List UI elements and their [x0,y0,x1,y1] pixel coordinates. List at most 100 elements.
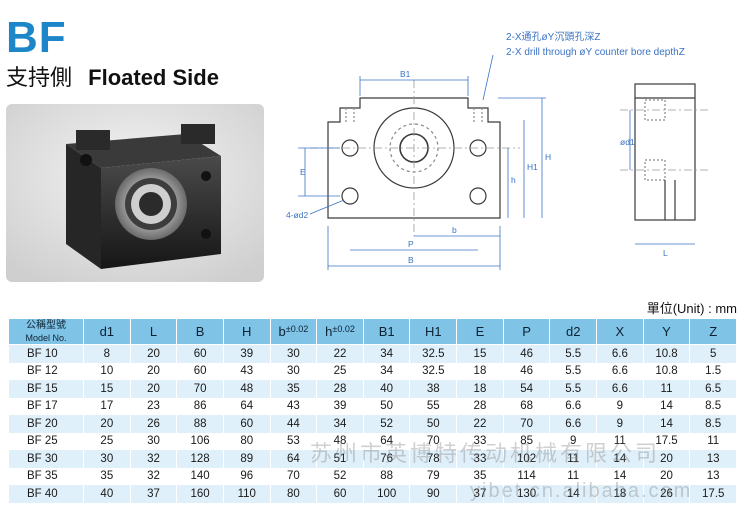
col-header: B [176,318,224,345]
table-cell: 50 [409,415,458,433]
table-cell: 25 [83,432,131,450]
table-cell: 46 [502,362,551,380]
subtitle-english: Floated Side [88,65,219,90]
subtitle-chinese: 支持側 [6,65,73,90]
product-photo [6,104,264,282]
col-header: H1 [409,318,458,345]
table-cell: 5.5 [549,380,598,398]
table-cell: 90 [409,485,458,503]
table-cell: 37 [456,485,504,503]
table-cell: 23 [129,397,178,415]
cell-model: BF 30 [8,450,84,468]
table-cell: 52 [362,415,411,433]
table-cell: 68 [502,397,551,415]
table-cell: 5.5 [549,344,598,363]
table-cell: 35 [269,380,318,398]
table-cell: 5.5 [549,362,598,380]
table-cell: 18 [456,362,504,380]
table-cell: 6.6 [596,380,644,398]
table-cell: 60 [222,415,271,433]
product-title: BF [6,13,67,62]
table-cell: 17.5 [689,485,737,503]
col-header-model: 公稱型號 Model No. [8,318,84,345]
table-cell: 55 [409,397,458,415]
table-cell: 40 [362,380,411,398]
technical-drawing: B1 P B b E h H1 H 4-ød2 ød1 L 2-X通孔øY沉頭孔… [286,30,710,270]
table-cell: 33 [456,432,504,450]
table-cell: 8.5 [689,415,737,433]
cell-model: BF 20 [8,415,84,433]
table-cell: 17.5 [642,432,691,450]
cell-model: BF 10 [8,344,84,363]
table-cell: 6.6 [596,344,644,363]
table-cell: 70 [409,432,458,450]
table-cell: 11 [549,450,598,468]
table-cell: 33 [456,450,504,468]
table-cell: 26 [129,415,178,433]
dim-p: P [408,239,414,249]
table-cell: 38 [409,380,458,398]
table-cell: 28 [316,380,364,398]
table-cell: 86 [176,397,224,415]
col-header: B1 [362,318,411,345]
table-cell: 20 [129,344,178,363]
dim-d1: ød1 [620,137,635,147]
table-cell: 15 [83,380,131,398]
table-cell: 80 [269,485,318,503]
table-cell: 35 [456,467,504,485]
table-cell: 34 [362,362,411,380]
table-cell: 15 [456,344,504,363]
dim-e: E [300,167,306,177]
unit-label: 單位(Unit) : mm [646,301,737,316]
table-cell: 18 [596,485,644,503]
cell-model: BF 15 [8,380,84,398]
table-cell: 18 [456,380,504,398]
table-cell: 110 [222,485,271,503]
table-cell: 14 [642,415,691,433]
table-cell: 78 [409,450,458,468]
table-cell: 20 [642,450,691,468]
spec-table: 公稱型號 Model No. d1 L B H b±0.02 h±0.02 B1… [8,318,737,503]
col-header: L [129,318,178,345]
col-header: d2 [549,318,598,345]
table-cell: 46 [502,344,551,363]
table-cell: 32.5 [409,362,458,380]
table-cell: 20 [129,380,178,398]
table-header-row: 公稱型號 Model No. d1 L B H b±0.02 h±0.02 B1… [8,318,737,345]
table-cell: 88 [362,467,411,485]
table-cell: 70 [176,380,224,398]
table-cell: 14 [549,485,598,503]
cell-model: BF 25 [8,432,84,450]
dim-h: h [511,175,516,185]
table-cell: 70 [269,467,318,485]
table-cell: 40 [83,485,131,503]
table-cell: 14 [642,397,691,415]
table-cell: 106 [176,432,224,450]
table-cell: 6.6 [549,415,598,433]
table-cell: 9 [596,397,644,415]
col-header-h: h±0.02 [316,318,364,345]
table-cell: 14 [596,467,644,485]
table-cell: 20 [642,467,691,485]
table-cell: 130 [502,485,551,503]
table-cell: 39 [222,344,271,363]
table-cell: 52 [316,467,364,485]
table-cell: 13 [689,450,737,468]
table-cell: 11 [689,432,737,450]
table-cell: 8.5 [689,397,737,415]
table-cell: 6.5 [689,380,737,398]
table-cell: 53 [269,432,318,450]
table-cell: 26 [642,485,691,503]
cell-model: BF 12 [8,362,84,380]
table-cell: 48 [316,432,364,450]
table-cell: 6.6 [596,362,644,380]
table-cell: 48 [222,380,271,398]
dim-h1: H1 [527,162,538,172]
table-cell: 60 [176,344,224,363]
table-cell: 14 [596,450,644,468]
table-cell: 11 [642,380,691,398]
table-cell: 32 [129,450,178,468]
